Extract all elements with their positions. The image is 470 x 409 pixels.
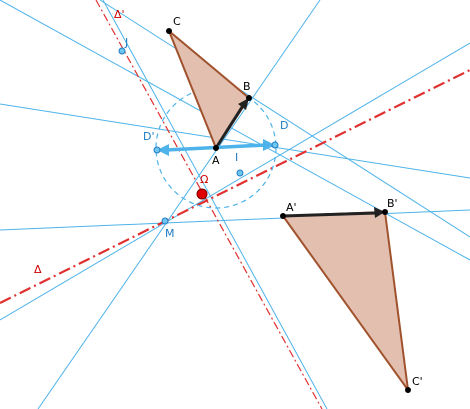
line-construction-2 (0, 0, 470, 261)
label-D-prime: D' (143, 130, 155, 143)
point-D (271, 141, 279, 149)
line-construction-3 (0, 103, 470, 179)
label-M: M (165, 227, 175, 240)
triangle-ABC (168, 30, 251, 151)
labels: C B A A' B' C' J D' D I M Ω Δ Δ' (34, 8, 423, 388)
point-M (161, 217, 169, 225)
label-Delta-prime: Δ' (114, 8, 125, 21)
label-A-prime: A' (286, 201, 297, 214)
point-D-prime (153, 146, 161, 154)
label-B: B (243, 80, 251, 93)
axis-delta-prime (95, 0, 323, 409)
line-construction-6 (37, 0, 321, 409)
point-Omega (196, 188, 208, 200)
point-J (118, 47, 126, 55)
points (118, 28, 411, 393)
label-J: J (124, 36, 128, 49)
point-C (166, 28, 172, 34)
line-construction-4 (0, 209, 470, 231)
label-Omega: Ω (200, 173, 208, 186)
line-construction-5 (0, 42, 470, 321)
label-B-prime: B' (387, 197, 398, 210)
point-I (236, 169, 244, 177)
label-A: A (212, 154, 220, 167)
point-B (246, 95, 252, 101)
vector-AB (214, 98, 249, 149)
label-D: D (280, 119, 288, 132)
vector-A'B' (282, 207, 385, 218)
label-C: C (173, 15, 181, 28)
point-A-prime (280, 213, 286, 219)
point-A (213, 145, 219, 151)
label-I: I (235, 151, 238, 164)
label-Delta: Δ (34, 263, 42, 276)
line-construction-1 (99, 0, 470, 238)
point-B-prime (382, 209, 388, 215)
label-C-prime: C' (412, 375, 423, 388)
line-construction-7 (102, 0, 328, 409)
point-C-prime (405, 387, 411, 393)
